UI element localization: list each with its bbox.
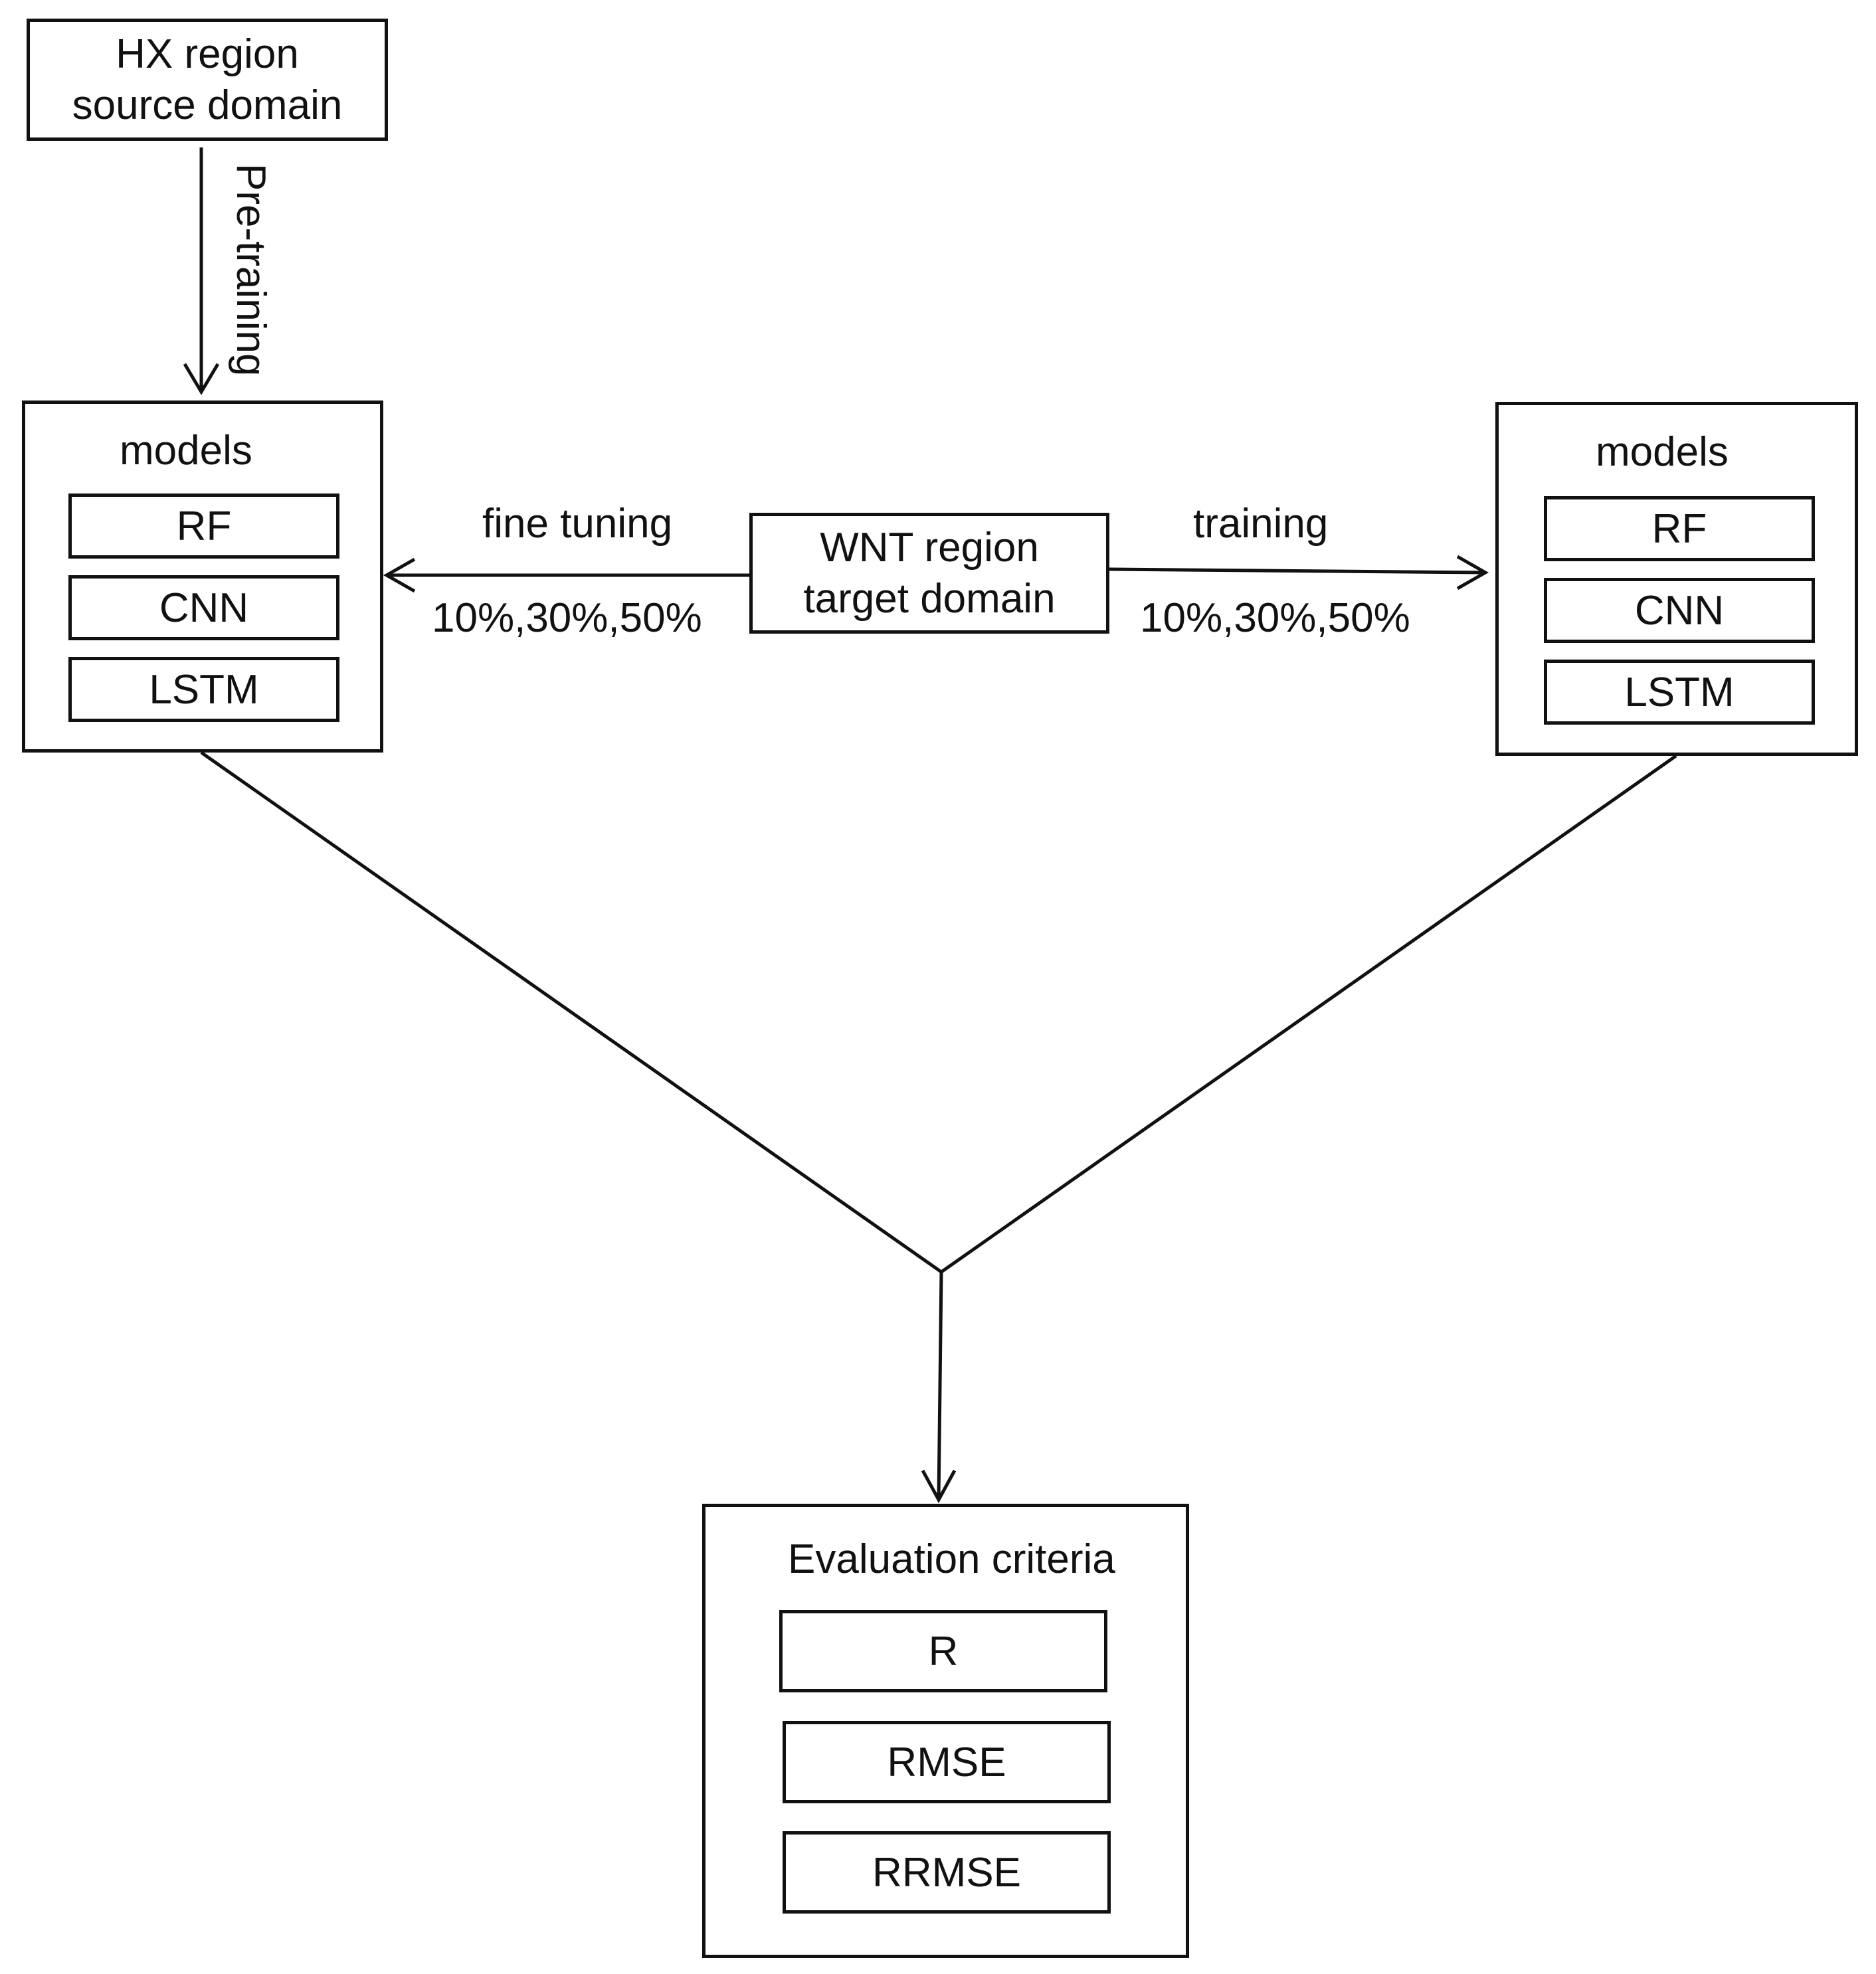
fine-tuning-arrow [383, 557, 749, 593]
right-model-cnn-label: CNN [1634, 587, 1725, 634]
left-models-box: models RF CNN LSTM [22, 401, 383, 753]
source-domain-line1: HX region [116, 31, 299, 77]
source-domain-line2: source domain [72, 82, 343, 128]
target-domain-line1: WNT region [820, 524, 1039, 571]
left-model-rf-label: RF [176, 503, 232, 549]
right-model-rf-label: RF [1651, 505, 1707, 552]
right-model-lstm: LSTM [1544, 660, 1815, 725]
evaluation-item-r: R [779, 1610, 1107, 1692]
pretraining-label: Pre-training [228, 163, 274, 377]
training-arrow [1109, 555, 1489, 590]
training-percentages: 10%,30%,50% [1140, 595, 1410, 641]
training-label: training [1193, 501, 1329, 547]
left-model-cnn-label: CNN [159, 584, 249, 631]
right-models-box: models RF CNN LSTM [1495, 402, 1858, 756]
evaluation-item-r-label: R [928, 1628, 959, 1674]
evaluation-item-rmse-label: RMSE [887, 1739, 1006, 1785]
evaluation-box: Evaluation criteria R RMSE RRMSE [702, 1504, 1189, 1958]
fine-tuning-label: fine tuning [482, 501, 673, 547]
right-model-rf: RF [1544, 496, 1815, 561]
left-model-cnn: CNN [68, 575, 339, 640]
right-model-lstm-label: LSTM [1624, 669, 1735, 715]
right-model-cnn: CNN [1544, 578, 1815, 643]
convergence-lines [200, 751, 1677, 1504]
target-domain-box: WNT region target domain [749, 513, 1109, 634]
left-model-lstm-label: LSTM [149, 666, 259, 713]
target-domain-line2: target domain [803, 576, 1056, 622]
left-model-lstm: LSTM [68, 657, 339, 722]
evaluation-item-rmse: RMSE [783, 1721, 1111, 1803]
right-models-title: models [1596, 429, 1729, 475]
evaluation-item-rrmse: RRMSE [783, 1831, 1111, 1914]
pretraining-arrow [183, 147, 220, 395]
left-models-title: models [120, 428, 252, 474]
evaluation-item-rrmse-label: RRMSE [872, 1849, 1021, 1896]
fine-tuning-percentages: 10%,30%,50% [432, 595, 702, 641]
source-domain-box: HX region source domain [27, 19, 388, 141]
left-model-rf: RF [68, 494, 339, 559]
evaluation-title: Evaluation criteria [788, 1536, 1115, 1582]
